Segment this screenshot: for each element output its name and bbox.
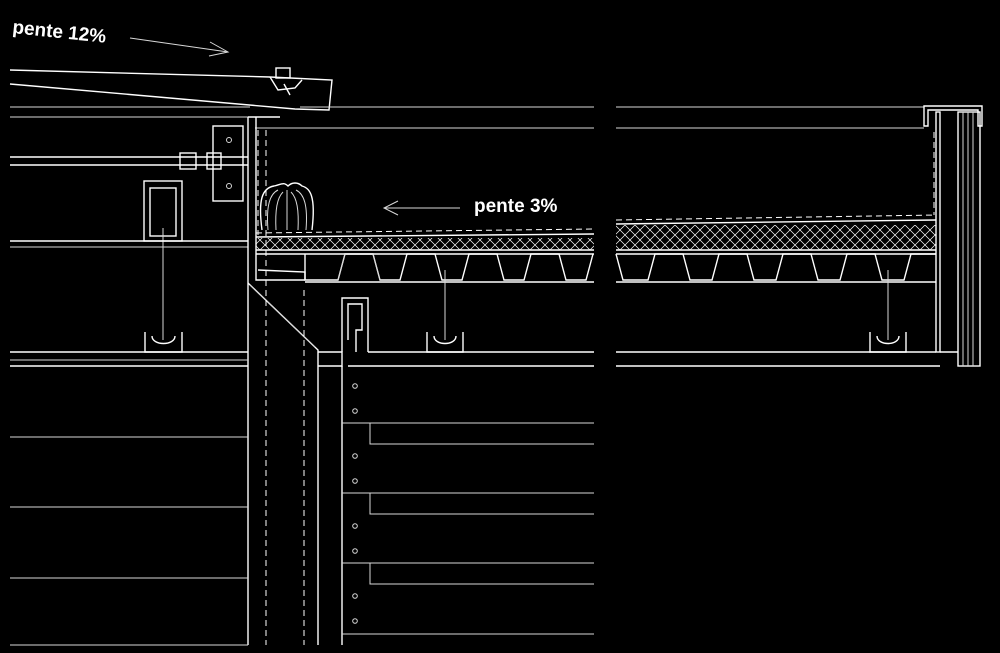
flat-roof-buildup-right: [615, 214, 937, 283]
roof-slope-label: pente 12%: [11, 17, 107, 48]
roof-slope-arrow: [129, 37, 229, 53]
terrace-slope-label: pente 3%: [474, 196, 558, 217]
roof-slope-annotation: pente 12%: [11, 17, 230, 57]
datum-lines-top: [10, 106, 924, 129]
terrace-slope-arrowhead: [382, 200, 399, 216]
ceiling-lines: [10, 351, 940, 367]
roof-slope-arrowhead: [208, 41, 230, 57]
steel-column: [247, 116, 319, 645]
left-wall-courses: [10, 436, 248, 646]
roof-drain-strainer: [259, 182, 314, 231]
flat-roof-buildup-left: [255, 228, 595, 283]
parapet-coping: [923, 105, 983, 367]
pitched-roof-panel: [9, 67, 333, 111]
purlin-rail: [10, 152, 248, 170]
fixing-plate: [212, 125, 244, 202]
terrace-slope-annotation: pente 3%: [382, 196, 558, 217]
box-profile-left: [143, 180, 183, 340]
left-bay-lines: [10, 240, 248, 248]
cladding-panels: [341, 366, 594, 645]
c-profile-post: [341, 297, 369, 352]
